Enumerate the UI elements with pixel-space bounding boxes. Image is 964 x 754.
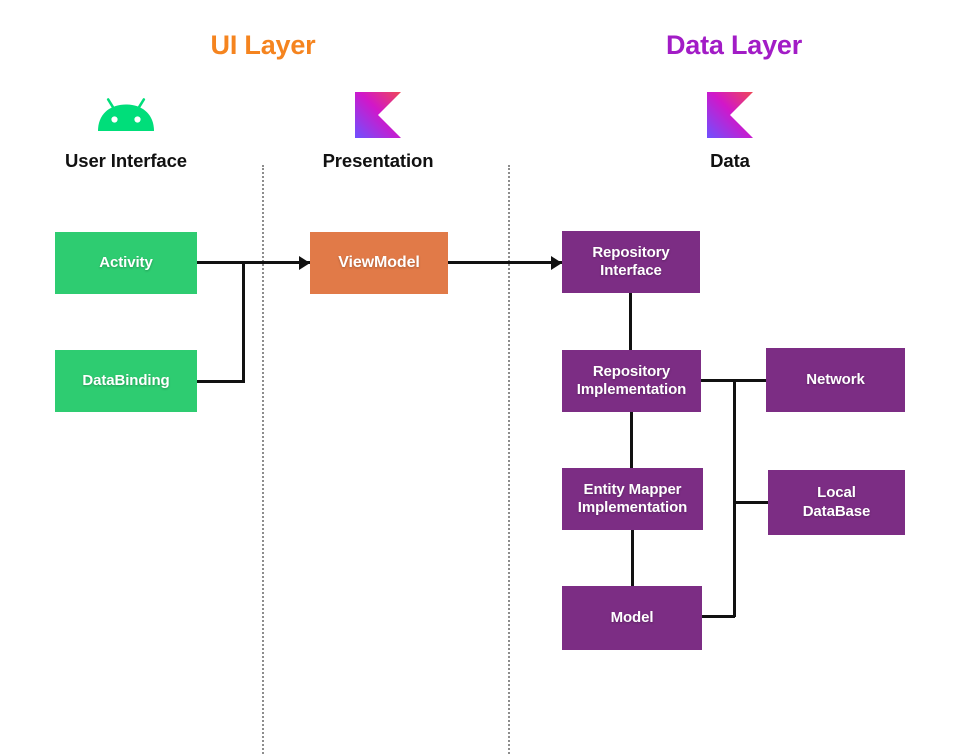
layer-divider-ui-presentation xyxy=(262,165,264,754)
arrow-head-repository xyxy=(551,256,562,270)
node-databinding[interactable]: DataBinding xyxy=(55,350,197,412)
node-local-database-line2: DataBase xyxy=(802,502,871,520)
node-repository-interface-line2: Interface xyxy=(600,262,662,279)
column-label-presentation: Presentation xyxy=(322,150,434,171)
connector-viewmodel-to-repository xyxy=(447,261,562,264)
column-label-data: Data xyxy=(710,150,750,171)
node-local-database-label: Local DataBase xyxy=(803,484,871,521)
node-repository-implementation-line2: Implementation xyxy=(576,381,687,398)
node-repository-interface[interactable]: Repository Interface xyxy=(562,231,700,293)
android-icon xyxy=(36,86,216,144)
node-local-database[interactable]: Local DataBase xyxy=(768,470,905,535)
node-entity-mapper-implementation[interactable]: Entity Mapper Implementation xyxy=(562,468,703,530)
column-header-user-interface: User Interface xyxy=(36,86,216,172)
node-model-label: Model xyxy=(610,608,654,626)
data-layer-title: Data Layer xyxy=(665,30,803,60)
layer-divider-presentation-data xyxy=(508,165,510,754)
kotlin-icon xyxy=(288,86,468,144)
node-network[interactable]: Network xyxy=(766,348,905,412)
kotlin-icon xyxy=(640,86,820,144)
node-entity-mapper-line1: Entity Mapper xyxy=(583,480,682,498)
connector-repo-impl-to-entity-mapper xyxy=(630,411,633,470)
node-activity[interactable]: Activity xyxy=(55,232,197,294)
column-header-presentation: Presentation xyxy=(288,86,468,172)
node-repository-implementation-line1: Repository xyxy=(592,362,671,380)
node-network-label: Network xyxy=(806,370,865,388)
node-entity-mapper-line2: Implementation xyxy=(577,499,688,516)
connector-entity-mapper-to-model xyxy=(631,529,634,588)
node-local-database-line1: Local xyxy=(817,484,856,502)
column-label-user-interface: User Interface xyxy=(65,150,187,171)
node-activity-label: Activity xyxy=(99,253,153,271)
node-repository-implementation-label: Repository Implementation xyxy=(576,362,687,400)
node-repository-interface-line1: Repository xyxy=(592,243,670,261)
connector-activity-to-viewmodel xyxy=(196,261,310,264)
node-entity-mapper-label: Entity Mapper Implementation xyxy=(577,480,688,518)
connector-databinding-to-junction xyxy=(196,380,244,383)
node-repository-implementation[interactable]: Repository Implementation xyxy=(562,350,701,412)
node-repository-interface-label: Repository Interface xyxy=(592,244,669,281)
node-databinding-label: DataBinding xyxy=(82,371,170,389)
connector-model-to-bus xyxy=(701,615,735,618)
connector-bus-to-local-database xyxy=(733,501,769,504)
node-viewmodel-label: ViewModel xyxy=(338,254,420,272)
connector-ui-junction-vertical xyxy=(242,261,245,383)
ui-layer-title: UI Layer xyxy=(210,30,316,60)
node-model[interactable]: Model xyxy=(562,586,702,650)
node-viewmodel[interactable]: ViewModel xyxy=(310,232,448,294)
arrow-head-viewmodel xyxy=(299,256,310,270)
column-header-data: Data xyxy=(640,86,820,172)
connector-repo-interface-to-repo-impl xyxy=(629,292,632,352)
connector-data-source-bus-vertical xyxy=(733,379,736,617)
